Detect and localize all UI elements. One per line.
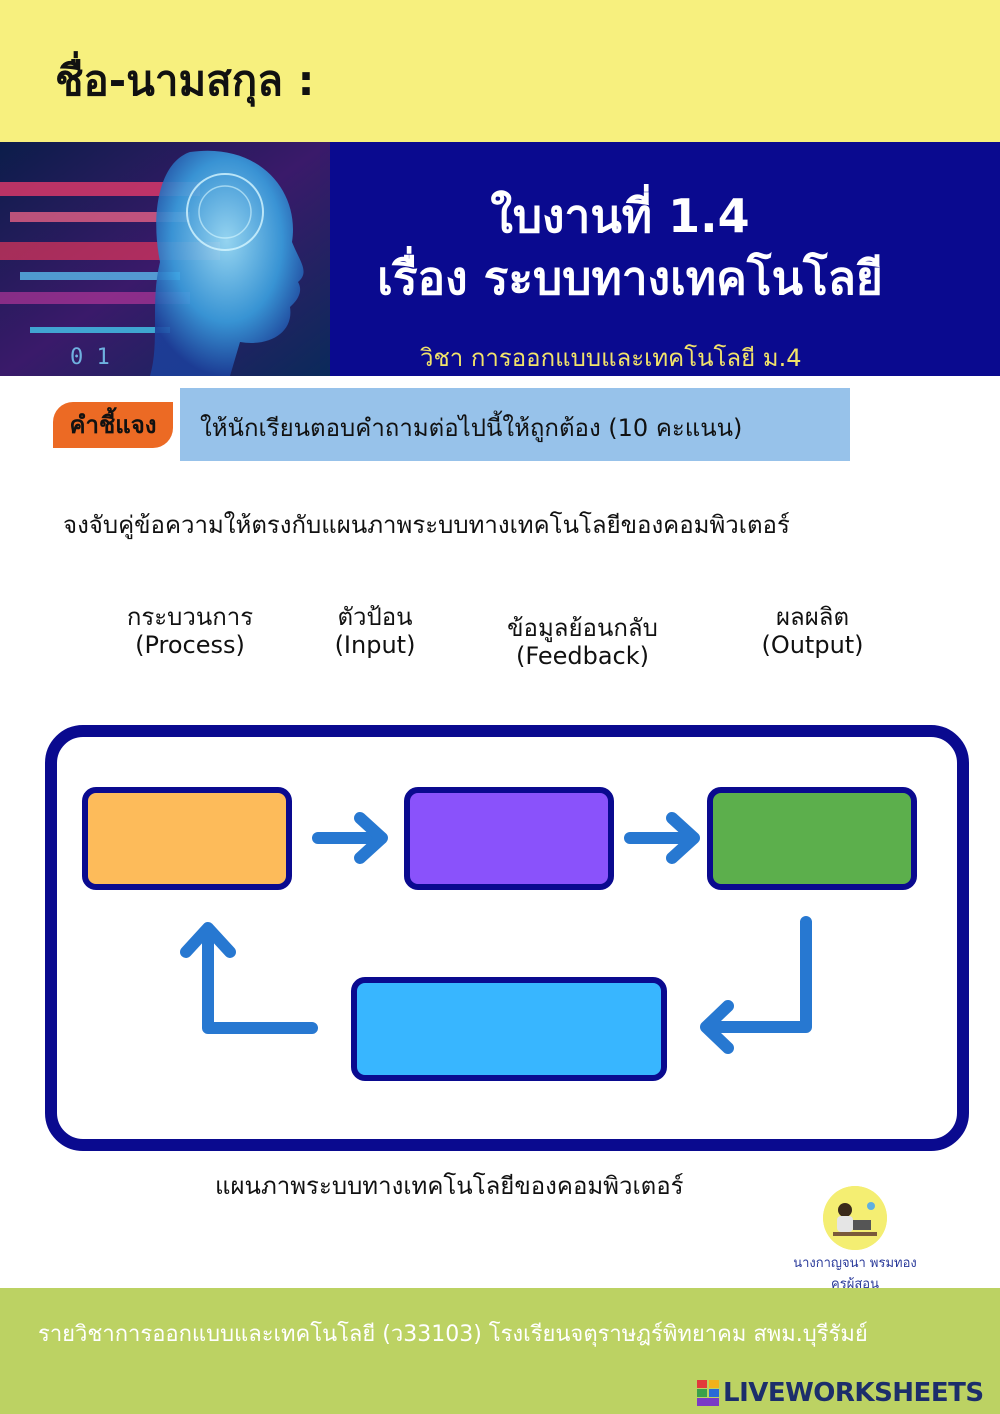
sheet-title: ใบงานที่ 1.4 xyxy=(490,189,750,243)
teacher-name: นางกาญจนา พรมทอง xyxy=(793,1256,917,1271)
diagram-caption: แผนภาพระบบทางเทคโนโลยีของคอมพิวเตอร์ xyxy=(215,1172,684,1200)
drop-slot-3[interactable] xyxy=(707,787,917,890)
drop-slot-4[interactable] xyxy=(351,977,667,1081)
instruction-badge: คำชี้แจง xyxy=(53,402,173,448)
teacher-avatar xyxy=(823,1186,887,1250)
sheet-topic: เรื่อง ระบบทางเทคโนโลยี xyxy=(377,251,883,305)
option-output[interactable]: ผลผลิต (Output) xyxy=(740,603,885,659)
option-input[interactable]: ตัวป้อน (Input) xyxy=(300,603,450,659)
instruction-text: ให้นักเรียนตอบคำถามต่อไปนี้ให้ถูกต้อง (1… xyxy=(200,414,743,442)
option-output-english: (Output) xyxy=(761,631,864,659)
liveworksheets-wordmark: LIVEWORKSHEETS xyxy=(723,1378,984,1408)
footer-band xyxy=(0,1288,1000,1414)
tech-head-image: 0 1 xyxy=(0,142,330,376)
drop-slot-1[interactable] xyxy=(82,787,292,890)
svg-text:0 1: 0 1 xyxy=(70,345,110,370)
subject-line: วิชา การออกแบบและเทคโนโลยี ม.4 xyxy=(420,344,802,372)
option-input-thai: ตัวป้อน xyxy=(337,603,413,631)
question-text: จงจับคู่ข้อความให้ตรงกับแผนภาพระบบทางเทค… xyxy=(63,511,790,539)
instruction-box xyxy=(180,388,850,461)
option-feedback[interactable]: ข้อมูลย้อนกลับ (Feedback) xyxy=(490,614,675,670)
option-process-english: (Process) xyxy=(135,631,245,659)
option-feedback-english: (Feedback) xyxy=(515,642,650,670)
option-output-thai: ผลผลิต xyxy=(775,603,850,631)
option-feedback-thai: ข้อมูลย้อนกลับ xyxy=(507,614,658,642)
option-process[interactable]: กระบวนการ (Process) xyxy=(110,603,270,659)
option-process-thai: กระบวนการ xyxy=(126,603,254,631)
name-label: ชื่อ-นามสกุล : xyxy=(55,56,315,105)
option-input-english: (Input) xyxy=(334,631,416,659)
top-band xyxy=(0,0,1000,142)
liveworksheets-logo[interactable]: LIVEWORKSHEETS xyxy=(697,1378,984,1408)
footer-text: รายวิชาการออกแบบและเทคโนโลยี (ว33103) โร… xyxy=(38,1322,868,1347)
drop-slot-2[interactable] xyxy=(404,787,614,890)
liveworksheets-icon xyxy=(697,1380,719,1406)
